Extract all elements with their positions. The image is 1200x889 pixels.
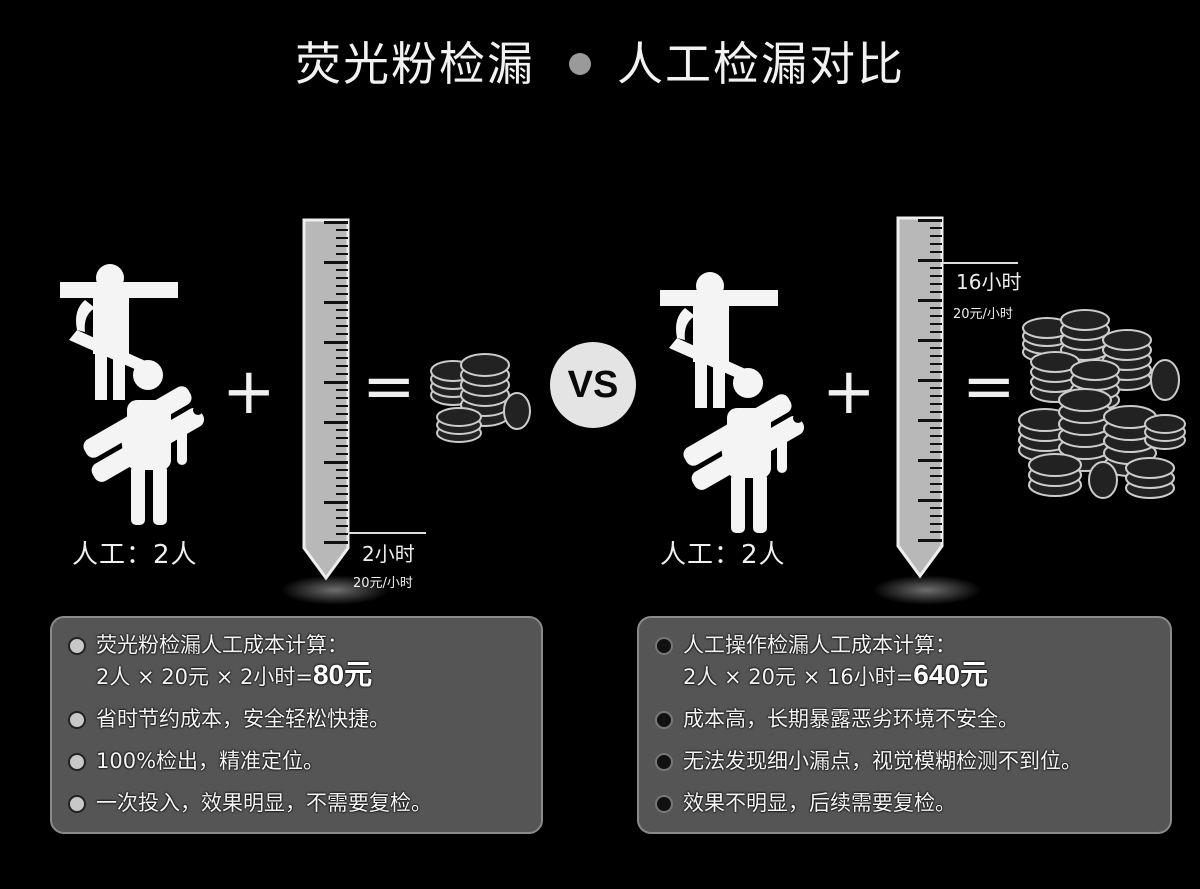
right-point: 效果不明显，后续需要复检。 xyxy=(683,791,956,815)
bullet-icon xyxy=(68,711,86,729)
ruler-rate-left: 20元/小时 xyxy=(353,576,413,591)
workers-label-right: 人工：2人 xyxy=(660,540,786,570)
right-calc-formula: 2人 × 20元 × 16小时= xyxy=(683,665,914,689)
right-cost-calc: 2人 × 20元 × 16小时=640元 xyxy=(683,660,988,692)
left-cost-heading: 荧光粉检漏人工成本计算： xyxy=(96,633,348,657)
ruler-glow-left xyxy=(280,575,390,605)
left-calc-result: 80元 xyxy=(312,659,373,690)
right-cost-heading-row: 人工操作检漏人工成本计算： 2人 × 20元 × 16小时=640元 xyxy=(655,630,1154,692)
ruler-hours-right: 16小时 xyxy=(956,270,1022,294)
right-point: 成本高，长期暴露恶劣环境不安全。 xyxy=(683,707,1019,731)
plus-sign-right: + xyxy=(822,355,876,429)
bullet-icon xyxy=(68,795,86,813)
left-point-row: 省时节约成本，安全轻松快捷。 xyxy=(68,704,525,734)
plus-sign-left: + xyxy=(222,355,276,429)
page-title: 荧光粉检漏 人工检漏对比 xyxy=(0,28,1200,94)
left-point: 省时节约成本，安全轻松快捷。 xyxy=(96,707,390,731)
title-separator-dot xyxy=(569,52,591,75)
right-point-row: 无法发现细小漏点，视觉模糊检测不到位。 xyxy=(655,746,1154,776)
right-point-row: 成本高，长期暴露恶劣环境不安全。 xyxy=(655,704,1154,734)
bullet-icon xyxy=(655,711,673,729)
ruler-glow-right xyxy=(872,575,982,605)
bullet-icon xyxy=(655,795,673,813)
equals-sign-right: = xyxy=(962,350,1016,424)
title-left: 荧光粉检漏 xyxy=(295,37,535,91)
equals-sign-left: = xyxy=(362,350,416,424)
left-point: 一次投入，效果明显，不需要复检。 xyxy=(96,791,432,815)
ruler-icon-left xyxy=(302,218,350,581)
left-cost-calc: 2人 × 20元 × 2小时=80元 xyxy=(96,660,372,692)
vs-badge: VS xyxy=(550,342,636,428)
ruler-marker-right xyxy=(942,262,1018,264)
bullet-icon xyxy=(68,753,86,771)
right-point-row: 效果不明显，后续需要复检。 xyxy=(655,788,1154,818)
right-calc-result: 640元 xyxy=(913,659,989,690)
ruler-icon-right xyxy=(896,216,944,579)
right-cost-heading: 人工操作检漏人工成本计算： xyxy=(683,633,956,657)
bullet-icon xyxy=(68,637,86,655)
right-cost-box: 人工操作检漏人工成本计算： 2人 × 20元 × 16小时=640元 成本高，长… xyxy=(637,616,1172,834)
workers-label-left: 人工：2人 xyxy=(72,540,198,570)
workers-icon xyxy=(60,264,205,525)
workers-icon-right xyxy=(660,272,805,533)
coin-pile-large-icon xyxy=(1018,309,1186,499)
ruler-rate-right: 20元/小时 xyxy=(953,307,1013,322)
bullet-icon xyxy=(655,753,673,771)
title-right: 人工检漏对比 xyxy=(617,37,905,91)
left-point: 100%检出，精准定位。 xyxy=(96,749,325,773)
right-point: 无法发现细小漏点，视觉模糊检测不到位。 xyxy=(683,749,1082,773)
bullet-icon xyxy=(655,637,673,655)
left-cost-heading-row: 荧光粉检漏人工成本计算： 2人 × 20元 × 2小时=80元 xyxy=(68,630,525,692)
left-point-row: 一次投入，效果明显，不需要复检。 xyxy=(68,788,525,818)
ruler-hours-left: 2小时 xyxy=(362,542,415,566)
left-point-row: 100%检出，精准定位。 xyxy=(68,746,525,776)
left-cost-box: 荧光粉检漏人工成本计算： 2人 × 20元 × 2小时=80元 省时节约成本，安… xyxy=(50,616,543,834)
coin-stack-small-icon xyxy=(430,353,531,443)
ruler-marker-left xyxy=(348,532,426,534)
left-calc-formula: 2人 × 20元 × 2小时= xyxy=(96,665,313,689)
